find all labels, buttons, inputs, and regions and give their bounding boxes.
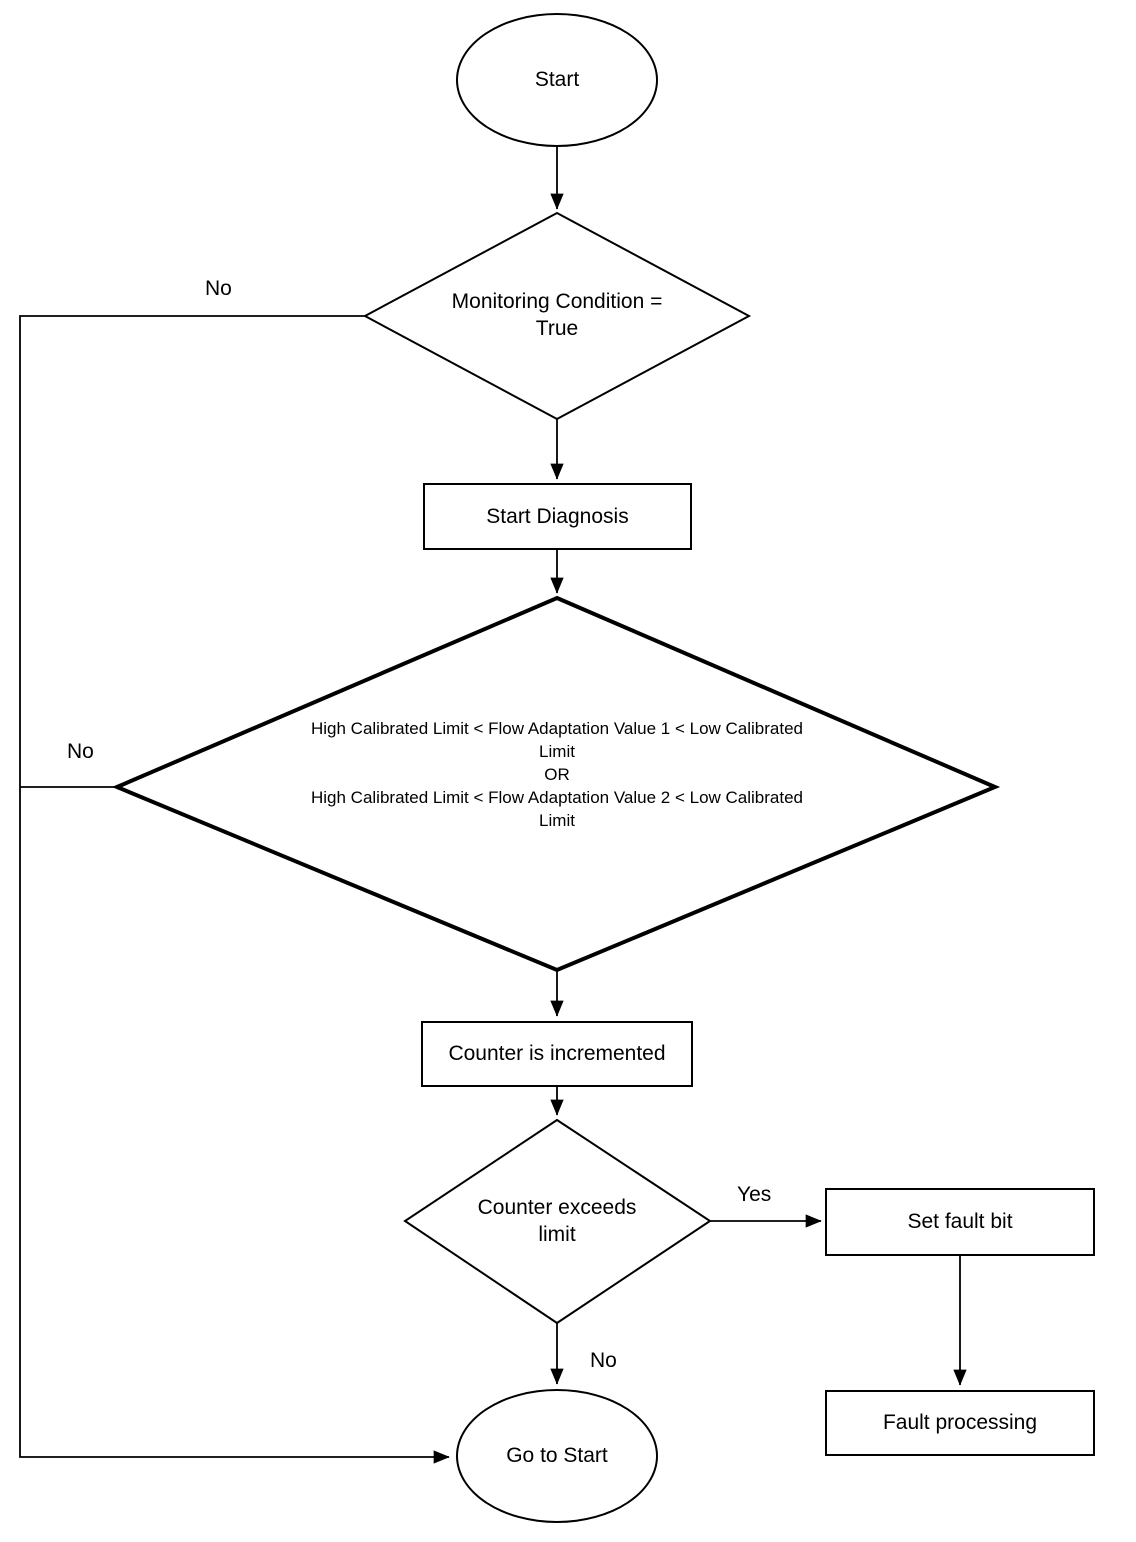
fault-processing-node: Fault processing <box>825 1390 1095 1456</box>
edge-label-adaptation-no: No <box>67 740 94 763</box>
edge-label-counter-no: No <box>590 1349 617 1372</box>
start-node: Start <box>456 13 658 147</box>
counter-exceeds-limit-label: Counter exceeds limit <box>477 1196 637 1247</box>
set-fault-bit-node: Set fault bit <box>825 1188 1095 1256</box>
no-return-path <box>19 315 450 1464</box>
flow-adaptation-check-label: High Calibrated Limit < Flow Adaptation … <box>310 719 804 830</box>
edge-label-monitoring-no: No <box>205 277 232 300</box>
start-diagnosis-node: Start Diagnosis <box>423 483 692 550</box>
monitoring-condition-label: Monitoring Condition = True <box>451 290 663 341</box>
go-to-start-node: Go to Start <box>456 1389 658 1523</box>
edge-label-counter-yes: Yes <box>737 1183 772 1206</box>
counter-incremented-node: Counter is incremented <box>421 1021 693 1087</box>
